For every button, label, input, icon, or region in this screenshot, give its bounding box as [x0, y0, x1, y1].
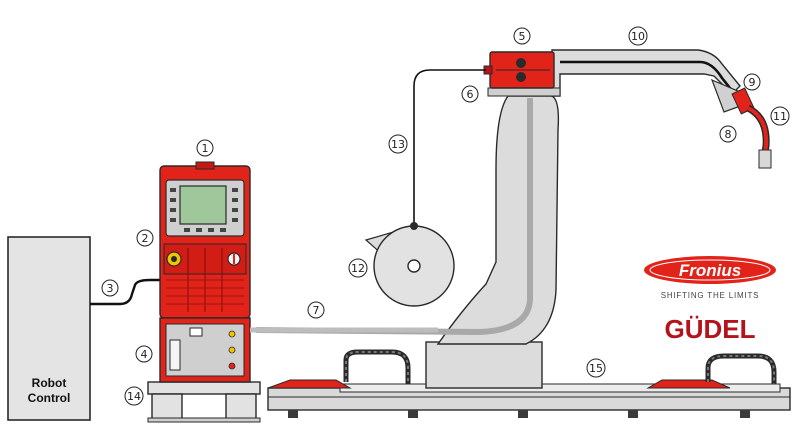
wire-hose: [413, 69, 486, 226]
welding-power-source: [159, 161, 251, 319]
power-source-trolley: [147, 381, 261, 423]
control-cable: [90, 278, 160, 306]
svg-text:2: 2: [142, 232, 149, 245]
industrial-robot: [255, 49, 772, 389]
callout-11: 11: [770, 106, 790, 126]
svg-text:6: 6: [467, 88, 474, 101]
robot-control-label-line1: Robot: [32, 376, 67, 390]
svg-text:12: 12: [351, 262, 365, 275]
wire-drum: [364, 222, 455, 307]
callout-4: 4: [135, 345, 153, 363]
callout-13: 13: [388, 134, 408, 154]
svg-text:11: 11: [773, 110, 787, 123]
callout-7: 7: [307, 301, 325, 319]
callout-9: 9: [743, 73, 761, 91]
callout-6: 6: [461, 85, 479, 103]
fronius-tagline: SHIFTING THE LIMITS: [661, 291, 760, 300]
fronius-logo: Fronius: [644, 256, 776, 284]
svg-text:14: 14: [127, 390, 141, 403]
linear-track: [267, 349, 791, 418]
callout-8: 8: [719, 125, 737, 143]
wire-feeder: [483, 51, 561, 97]
svg-text:1: 1: [202, 142, 209, 155]
fronius-logo-text: Fronius: [679, 261, 741, 280]
svg-text:4: 4: [141, 348, 148, 361]
svg-text:5: 5: [519, 30, 526, 43]
callout-10: 10: [628, 26, 648, 46]
callout-3: 3: [101, 279, 119, 297]
svg-text:3: 3: [107, 282, 114, 295]
robot-control-label-line2: Control: [28, 391, 71, 405]
svg-text:15: 15: [589, 362, 603, 375]
svg-text:10: 10: [631, 30, 645, 43]
svg-text:8: 8: [725, 128, 732, 141]
display-screen: [179, 185, 227, 225]
callout-5: 5: [513, 27, 531, 45]
cooling-unit: [159, 317, 251, 383]
gudel-logo: GÜDEL: [665, 314, 756, 344]
svg-text:7: 7: [313, 304, 320, 317]
callout-1: 1: [196, 139, 214, 157]
callout-15: 15: [586, 358, 606, 378]
robot-control-cabinet: Robot Control: [7, 236, 91, 421]
svg-text:9: 9: [749, 76, 756, 89]
svg-text:13: 13: [391, 138, 405, 151]
callout-14: 14: [124, 386, 144, 406]
callout-2: 2: [136, 229, 154, 247]
callout-12: 12: [348, 258, 368, 278]
